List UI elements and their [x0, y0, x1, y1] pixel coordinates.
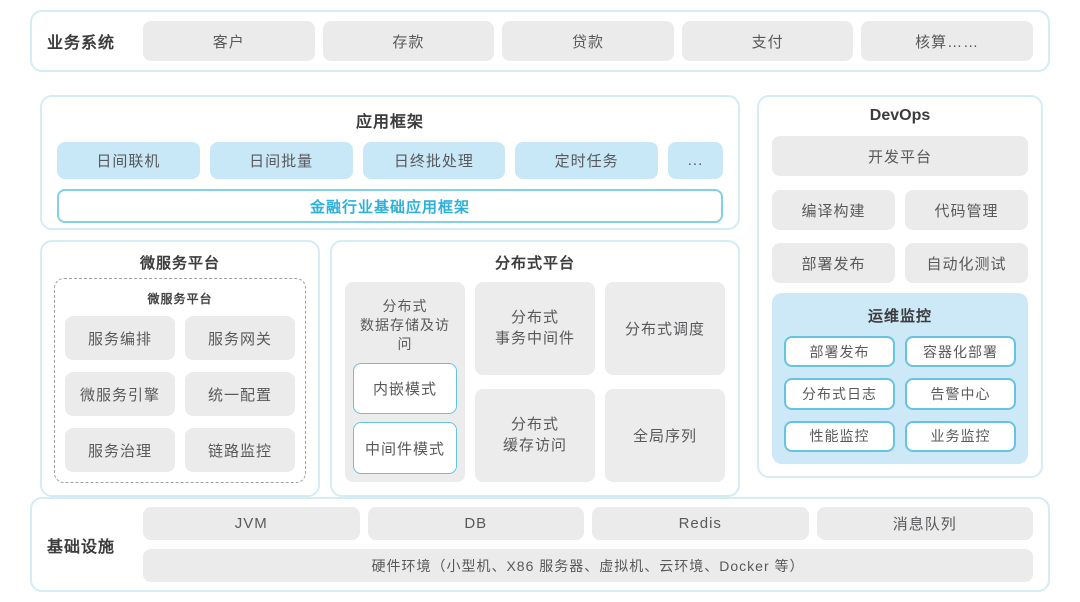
- af-item-scheduled-task: 定时任务: [515, 142, 658, 179]
- app-framework-items: 日间联机 日间批量 日终批处理 定时任务 ...: [57, 142, 723, 179]
- ms-item-microservice-engine: 微服务引擎: [65, 372, 175, 416]
- business-item-payment: 支付: [681, 21, 854, 61]
- distributed-storage-label: 分布式 数据存储及访问: [360, 298, 450, 352]
- distributed-scheduler-card: 分布式调度: [605, 282, 725, 375]
- devops-items: 编译构建 代码管理 部署发布 自动化测试: [772, 190, 1028, 283]
- devops-title: DevOps: [869, 107, 931, 124]
- mode-embedded: 内嵌模式: [353, 362, 457, 415]
- ops-item-container-deploy: 容器化部署: [905, 336, 1016, 368]
- distributed-storage-card: 分布式 数据存储及访问 内嵌模式 中间件模式: [345, 282, 465, 482]
- app-framework-panel: 应用框架 日间联机 日间批量 日终批处理 定时任务 ... 金融行业基础应用框架: [40, 95, 740, 230]
- devops-item-deploy: 部署发布: [772, 243, 895, 283]
- distributed-title: 分布式平台: [494, 255, 575, 272]
- ops-item-distributed-log: 分布式日志: [784, 378, 895, 410]
- microservice-inner-title: 微服务平台: [147, 292, 213, 306]
- ms-item-unified-config: 统一配置: [185, 372, 295, 416]
- ops-item-deploy-release: 部署发布: [784, 336, 895, 368]
- app-framework-title: 应用框架: [355, 114, 424, 131]
- devops-item-auto-test: 自动化测试: [905, 243, 1028, 283]
- microservice-title: 微服务平台: [139, 255, 220, 272]
- devops-panel: DevOps 开发平台 编译构建 代码管理 部署发布 自动化测试 运维监控 部署…: [757, 95, 1043, 478]
- microservice-items: 服务编排 服务网关 微服务引擎 统一配置 服务治理 链路监控: [65, 316, 295, 472]
- distributed-grid: 分布式 数据存储及访问 内嵌模式 中间件模式 分布式 事务中间件 分布式 缓存访…: [345, 282, 725, 482]
- business-item-accounting: 核算……: [861, 21, 1033, 61]
- ops-item-performance-monitor: 性能监控: [784, 420, 895, 452]
- ops-monitor-panel: 运维监控 部署发布 容器化部署 分布式日志 告警中心 性能监控 业务监控: [772, 293, 1028, 464]
- infra-item-db: DB: [367, 507, 584, 540]
- af-item-more: ...: [668, 142, 723, 179]
- business-item-deposit: 存款: [322, 21, 495, 61]
- ms-item-service-gateway: 服务网关: [185, 316, 295, 360]
- ops-item-business-monitor: 业务监控: [905, 420, 1016, 452]
- ms-item-trace-monitor: 链路监控: [185, 428, 295, 472]
- hardware-environment-bar: 硬件环境（小型机、X86 服务器、虚拟机、云环境、Docker 等）: [143, 549, 1033, 582]
- infrastructure-items: JVM DB Redis 消息队列 硬件环境（小型机、X86 服务器、虚拟机、云…: [143, 507, 1033, 582]
- global-sequence-card: 全局序列: [605, 389, 725, 482]
- business-systems-items: 客户 存款 贷款 支付 核算……: [143, 21, 1033, 61]
- distributed-cache-card: 分布式 缓存访问: [475, 389, 595, 482]
- ops-item-alert-center: 告警中心: [905, 378, 1016, 410]
- infra-item-jvm: JVM: [143, 507, 360, 540]
- devops-dev-platform: 开发平台: [772, 136, 1028, 176]
- distributed-panel: 分布式平台 分布式 数据存储及访问 内嵌模式 中间件模式 分布式 事务中间件 分…: [330, 240, 740, 497]
- finance-base-framework-bar: 金融行业基础应用框架: [57, 189, 723, 223]
- distributed-col-3: 分布式调度 全局序列: [605, 282, 725, 482]
- af-item-eod-batch: 日终批处理: [362, 142, 506, 179]
- af-item-daytime-online: 日间联机: [57, 142, 200, 179]
- ops-monitor-title: 运维监控: [867, 308, 932, 325]
- infra-item-mq: 消息队列: [816, 507, 1033, 540]
- devops-item-build: 编译构建: [772, 190, 895, 230]
- middle-area: 应用框架 日间联机 日间批量 日终批处理 定时任务 ... 金融行业基础应用框架…: [40, 95, 1043, 497]
- middle-left-column: 应用框架 日间联机 日间批量 日终批处理 定时任务 ... 金融行业基础应用框架…: [40, 95, 740, 497]
- infrastructure-label: 基础设施: [47, 538, 116, 556]
- distributed-col-2: 分布式 事务中间件 分布式 缓存访问: [475, 282, 595, 482]
- ms-item-service-orchestration: 服务编排: [65, 316, 175, 360]
- business-systems-band: 业务系统 客户 存款 贷款 支付 核算……: [30, 10, 1050, 72]
- lower-row: 微服务平台 微服务平台 服务编排 服务网关 微服务引擎 统一配置 服务治理 链路…: [40, 240, 740, 497]
- mode-middleware: 中间件模式: [353, 422, 457, 475]
- business-systems-label: 业务系统: [47, 35, 116, 52]
- microservice-panel: 微服务平台 微服务平台 服务编排 服务网关 微服务引擎 统一配置 服务治理 链路…: [40, 240, 320, 497]
- infrastructure-band: 基础设施 JVM DB Redis 消息队列 硬件环境（小型机、X86 服务器、…: [30, 497, 1050, 592]
- ops-monitor-items: 部署发布 容器化部署 分布式日志 告警中心 性能监控 业务监控: [784, 336, 1016, 452]
- business-item-loan: 贷款: [502, 21, 674, 61]
- af-item-daytime-batch: 日间批量: [209, 142, 353, 179]
- microservice-inner-box: 微服务平台 服务编排 服务网关 微服务引擎 统一配置 服务治理 链路监控: [54, 278, 306, 483]
- infrastructure-row: JVM DB Redis 消息队列: [143, 507, 1033, 540]
- ms-item-service-governance: 服务治理: [65, 428, 175, 472]
- devops-item-code-mgmt: 代码管理: [905, 190, 1028, 230]
- distributed-transaction-card: 分布式 事务中间件: [475, 282, 595, 375]
- infra-item-redis: Redis: [592, 507, 809, 540]
- business-item-customer: 客户: [143, 21, 315, 61]
